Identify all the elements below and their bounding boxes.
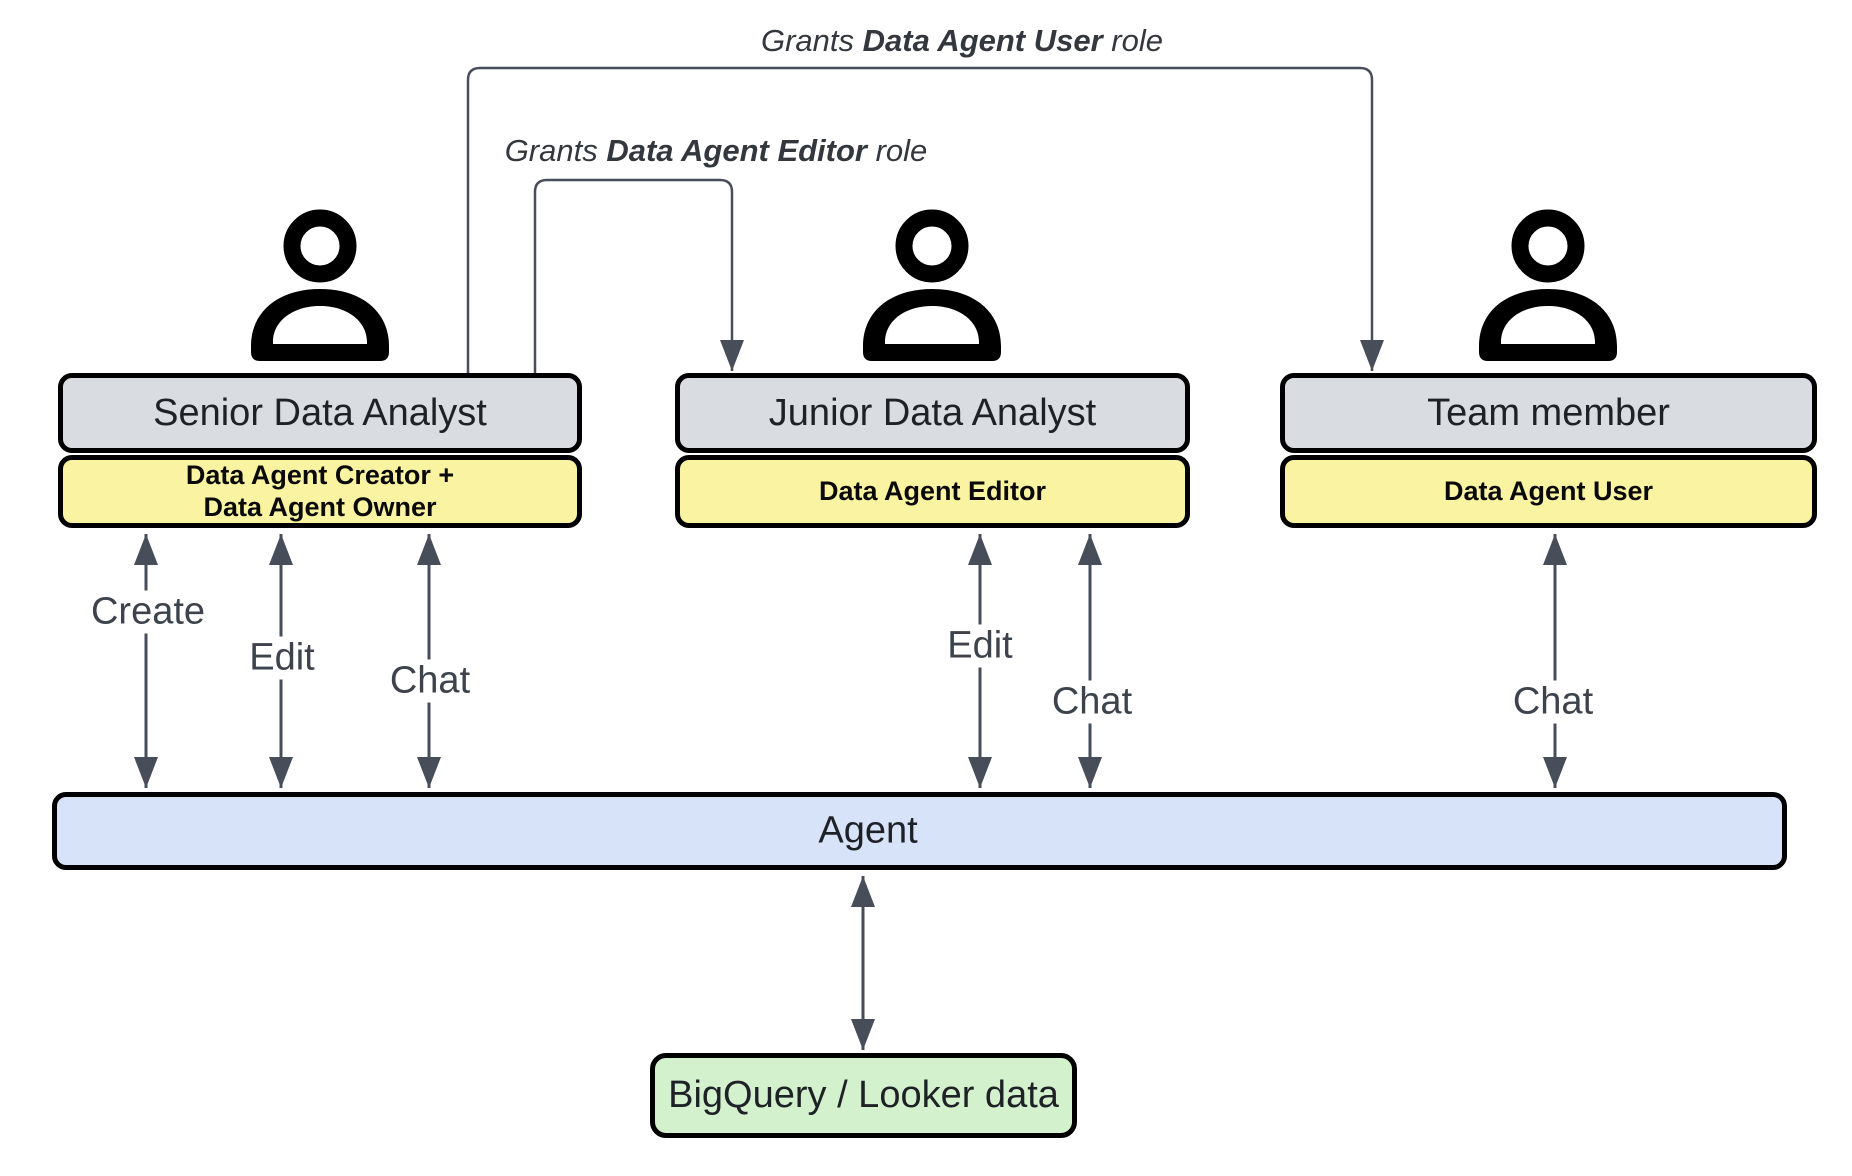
grant-user-suffix: role <box>1102 23 1163 58</box>
chat-label-team: Chat <box>1506 680 1600 724</box>
grant-user-label: Grants Data Agent User role <box>757 23 1167 59</box>
grant-user-prefix: Grants <box>761 23 863 58</box>
person-icon <box>863 209 1001 361</box>
grant-editor-prefix: Grants <box>504 133 607 168</box>
grant-user-role: Data Agent User <box>862 23 1103 58</box>
edit-label-senior: Edit <box>243 636 321 680</box>
actor-title-box-junior: Junior Data Analyst <box>675 373 1190 453</box>
grant-editor-role: Data Agent Editor <box>606 133 867 168</box>
actor-title-box-team: Team member <box>1280 373 1817 453</box>
agent-bar: Agent <box>52 792 1787 870</box>
actor-title-box-senior: Senior Data Analyst <box>58 373 582 453</box>
chat-label-senior: Chat <box>383 659 477 703</box>
actor-role-box-senior: Data Agent Creator + Data Agent Owner <box>58 455 582 528</box>
edit-label-junior: Edit <box>941 624 1019 668</box>
agent-label: Agent <box>818 809 918 852</box>
person-icon <box>251 209 389 361</box>
actor-role-box-team: Data Agent User <box>1280 455 1817 528</box>
actor-role-box-junior: Data Agent Editor <box>675 455 1190 528</box>
grant-editor-label: Grants Data Agent Editor role <box>500 133 932 169</box>
datastore-box: BigQuery / Looker data <box>650 1053 1077 1138</box>
grant-editor-suffix: role <box>866 133 928 168</box>
grant-editor-connector <box>533 178 744 373</box>
create-label: Create <box>84 590 212 634</box>
chat-label-junior: Chat <box>1045 680 1139 724</box>
person-icon <box>1479 209 1617 361</box>
